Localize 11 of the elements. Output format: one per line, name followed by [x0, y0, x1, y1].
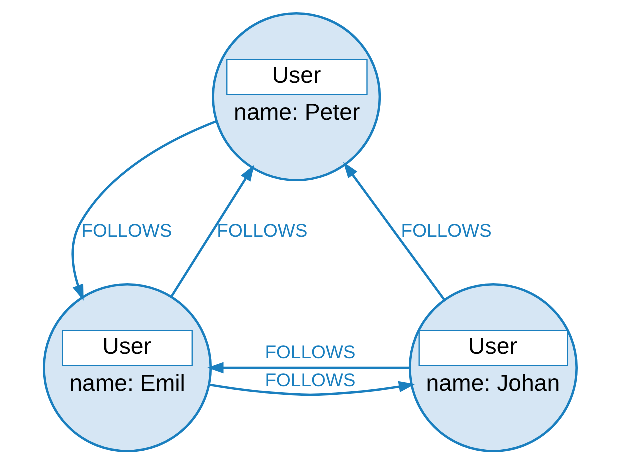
arrow: [342, 162, 445, 300]
edge-label: FOLLOWS: [400, 219, 492, 240]
edge-label: FOLLOWS: [264, 368, 356, 390]
node-circle: User name: Johan: [408, 282, 578, 452]
edge-label: FOLLOWS: [216, 219, 308, 240]
arrow: [170, 164, 254, 297]
arrow: [207, 362, 410, 374]
arrow: [208, 380, 415, 396]
edge-label: FOLLOWS: [264, 340, 356, 362]
edge-label: FOLLOWS: [81, 219, 172, 240]
arrow: [71, 120, 217, 300]
